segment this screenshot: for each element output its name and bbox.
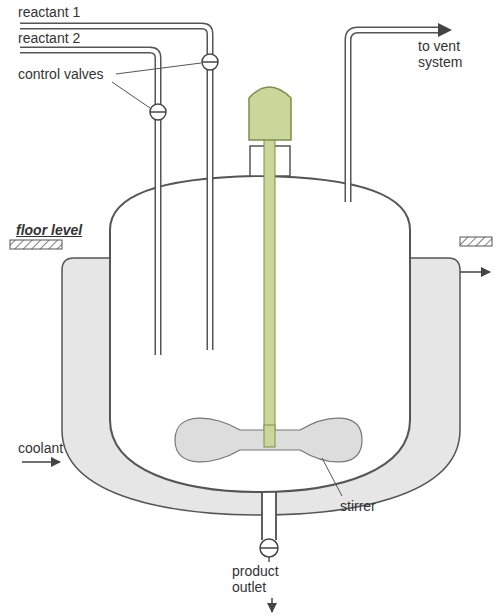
floor-hatch [460,237,492,246]
reactant-2-pipe [20,50,158,355]
outlet-arrow [271,598,273,612]
part-label: stirrer [340,498,430,514]
leader-line [112,82,150,108]
outlet-nozzle [262,485,276,540]
control-valve [150,104,166,120]
stirrer-motor [249,87,291,140]
outlet-pipe [268,557,270,562]
vent-arrow [438,23,452,37]
coolant-outlet-arrow [460,271,490,273]
stirrer-paddle [175,418,362,462]
pipe-label: reactant 2 [18,30,138,46]
vent-label: to vent system [418,38,490,70]
floor-label: floor level [16,222,126,238]
control-valve [202,54,218,70]
pipe-label: reactant 1 [18,4,138,20]
callout-label: control valves [18,66,138,82]
outlet-nozzle-bore [263,485,275,540]
leader-line [116,63,201,74]
outlet-valve [260,539,278,557]
coolant-label: coolant [18,440,98,456]
stirrer-hub [264,425,275,447]
coolant-inlet-arrow [22,461,60,463]
outlet-label: product outlet [232,563,294,595]
outlet-nozzle [262,485,276,540]
floor-hatch [10,240,62,249]
stirrer-shaft [264,120,275,445]
leader-line [322,458,342,496]
reactant-2-pipe [20,50,158,355]
